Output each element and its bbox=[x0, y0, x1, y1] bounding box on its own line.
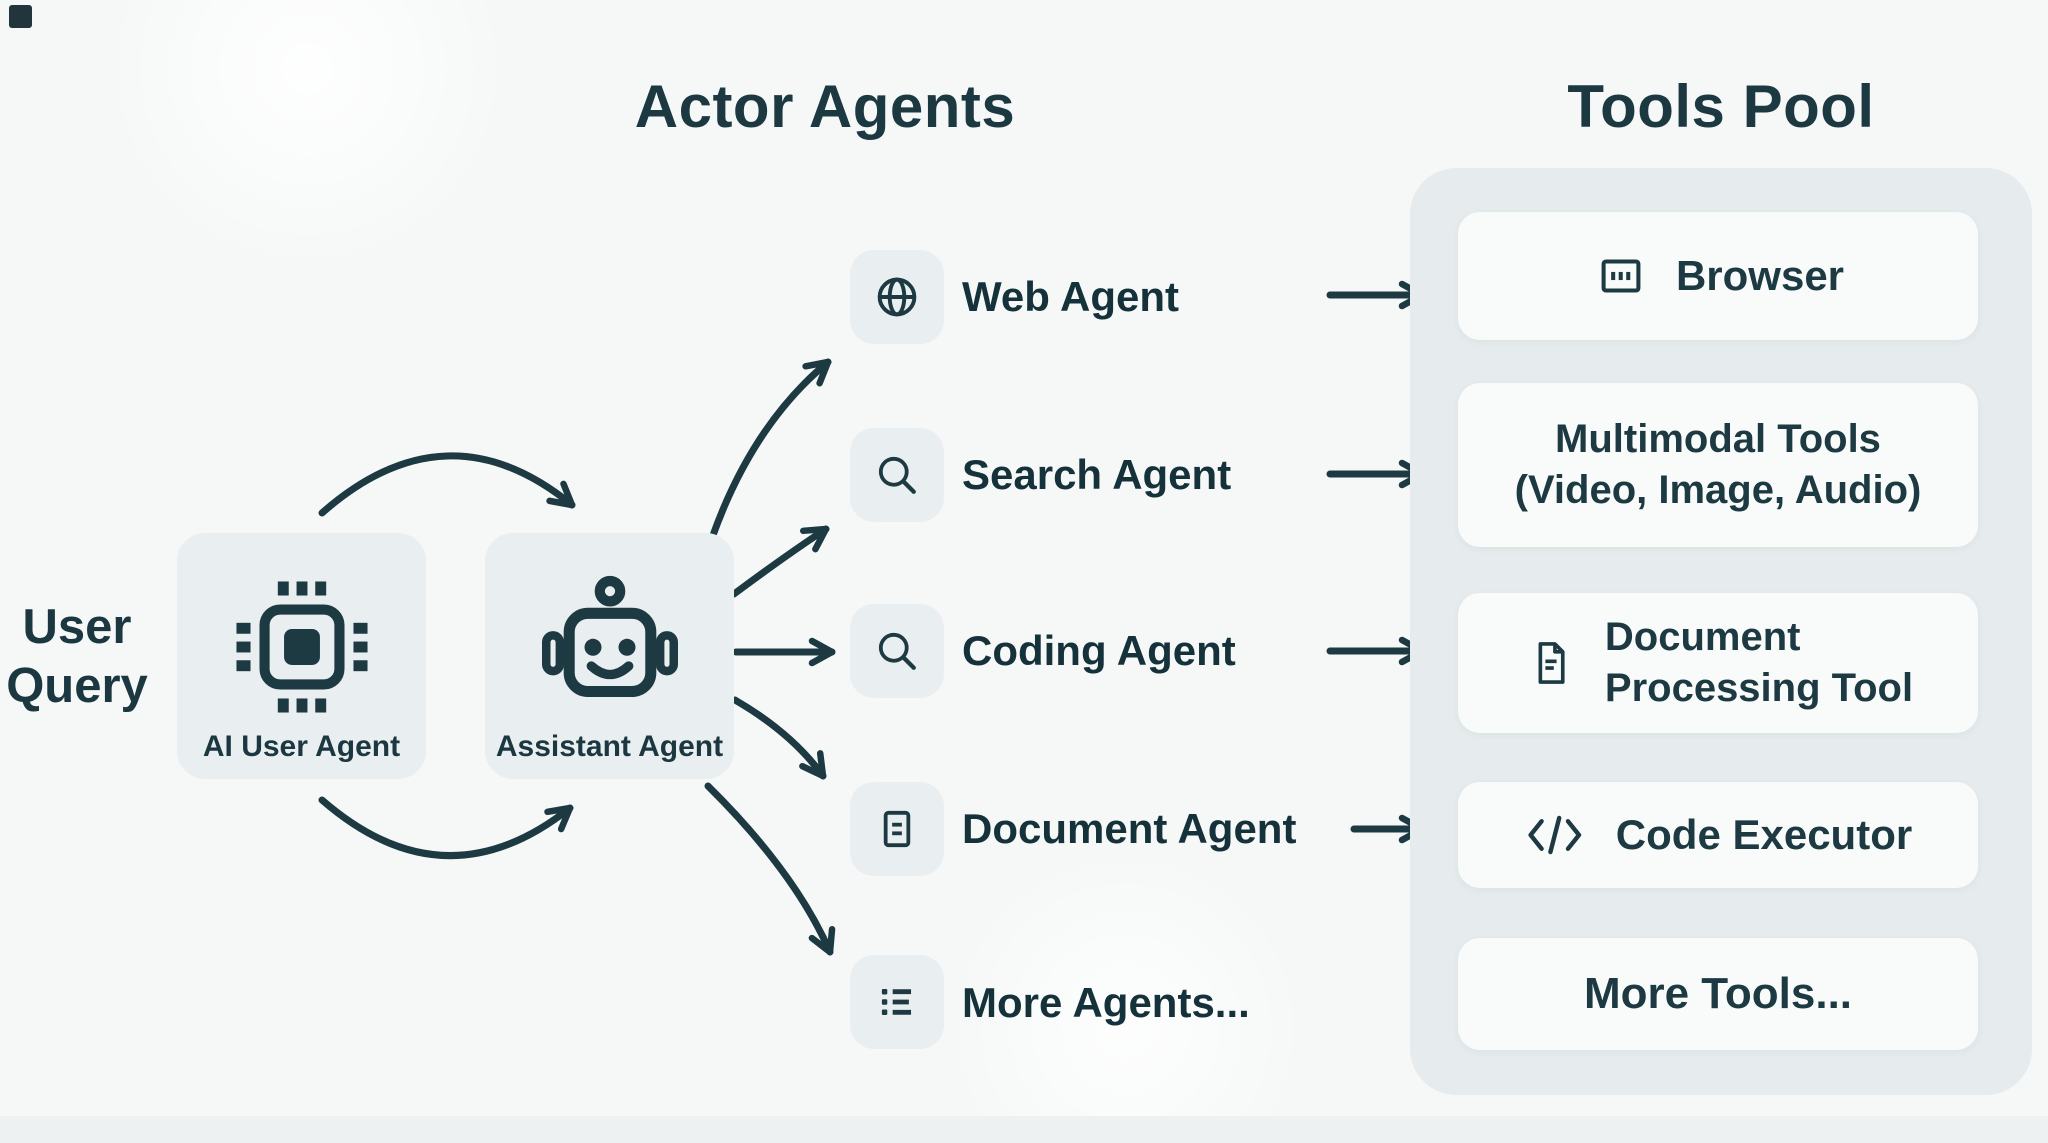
browser-window-icon bbox=[1601, 259, 1641, 293]
multimodal-tools-card: Multimodal Tools (Video, Image, Audio) bbox=[1458, 383, 1978, 547]
ai-user-agent-box: AI User Agent bbox=[177, 533, 426, 779]
code-executor-label: Code Executor bbox=[1615, 811, 1913, 858]
multimodal-tools-label: Multimodal Tools bbox=[1555, 416, 1881, 461]
more-tools-label: More Tools... bbox=[1583, 969, 1853, 1018]
arrow-assistant-to-more-agents bbox=[704, 782, 836, 956]
search-agent-label: Search Agent bbox=[962, 451, 1232, 498]
coding-agent-tile bbox=[850, 604, 944, 698]
actor-agents-title: Actor Agents bbox=[634, 73, 1016, 140]
more-agents-tile bbox=[850, 955, 944, 1049]
bullet-list-icon bbox=[881, 989, 912, 1015]
user-query-line1: User bbox=[22, 600, 132, 654]
document-agent-tile bbox=[850, 782, 944, 876]
arrow-assistant-to-search-agent bbox=[730, 525, 830, 598]
more-tools-card: More Tools... bbox=[1458, 938, 1978, 1050]
magnifier-icon bbox=[878, 632, 916, 670]
search-agent-tile bbox=[850, 428, 944, 522]
assistant-agent-box: Assistant Agent bbox=[485, 533, 734, 779]
arrow-ai-to-assistant-top bbox=[318, 452, 576, 517]
code-executor-card: Code Executor bbox=[1458, 782, 1978, 888]
corner-artifact-mark bbox=[9, 5, 32, 28]
bottom-strip bbox=[0, 1116, 2048, 1143]
web-agent-label: Web Agent bbox=[962, 273, 1179, 320]
browser-tool-label: Browser bbox=[1675, 252, 1845, 299]
globe-icon bbox=[877, 277, 917, 317]
user-query-line2: Query bbox=[6, 659, 148, 713]
arrow-assistant-to-web-agent bbox=[708, 358, 832, 542]
assistant-agent-label: Assistant Agent bbox=[495, 730, 724, 763]
document-processing-sublabel: Processing Tool bbox=[1604, 666, 1914, 710]
robot-face-icon bbox=[541, 575, 678, 698]
coding-agent-label: Coding Agent bbox=[962, 627, 1236, 674]
document-processing-label: Document bbox=[1604, 614, 1801, 659]
arrow-assistant-to-document-agent bbox=[731, 696, 827, 780]
code-brackets-icon bbox=[1528, 815, 1581, 855]
magnifier-icon bbox=[878, 456, 916, 494]
cpu-chip-icon bbox=[235, 581, 368, 713]
multimodal-tools-sublabel: (Video, Image, Audio) bbox=[1514, 468, 1922, 512]
web-agent-tile bbox=[850, 250, 944, 344]
file-text-icon bbox=[1538, 642, 1565, 684]
tools-pool-title: Tools Pool bbox=[1567, 73, 1875, 140]
document-processing-tool-card: Document Processing Tool bbox=[1458, 593, 1978, 733]
document-lines-icon bbox=[883, 810, 911, 848]
more-agents-label: More Agents... bbox=[962, 979, 1250, 1026]
arrow-ai-to-assistant-bottom bbox=[318, 796, 574, 859]
document-agent-label: Document Agent bbox=[962, 805, 1297, 852]
ai-user-agent-label: AI User Agent bbox=[202, 730, 401, 763]
browser-tool-card: Browser bbox=[1458, 212, 1978, 340]
user-query-label: User Query bbox=[0, 598, 170, 716]
